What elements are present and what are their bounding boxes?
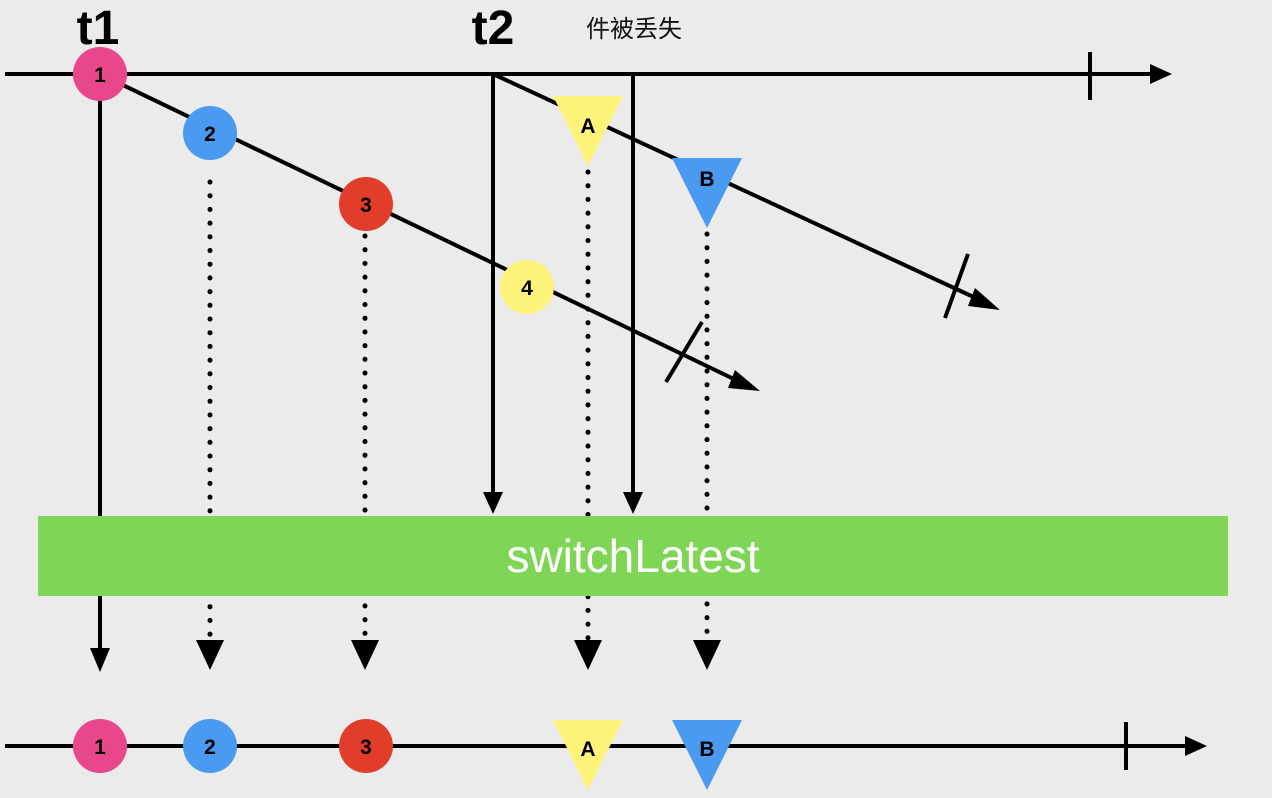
marble-4: 4 xyxy=(500,260,554,314)
source-timeline xyxy=(5,52,1172,100)
marble-1-label: 1 xyxy=(94,64,106,87)
output-triangle-b-label: B xyxy=(699,738,714,761)
marble-2-label: 2 xyxy=(204,123,216,146)
lost-down-arrow xyxy=(623,74,643,514)
marble-2: 2 xyxy=(183,106,237,160)
triangle-b-label: B xyxy=(699,168,714,191)
marble-3: 3 xyxy=(339,177,393,231)
output-triangle-a-label: A xyxy=(580,738,595,761)
t1-label: t1 xyxy=(77,2,120,55)
output-marble-2: 2 xyxy=(183,719,237,773)
dotted-arrow-3 xyxy=(351,233,379,670)
output-marble-1: 1 xyxy=(73,719,127,773)
output-marble-2-label: 2 xyxy=(204,736,216,759)
operator-bar xyxy=(38,516,1228,596)
triangle-a-label: A xyxy=(580,115,595,138)
output-triangle-a: A xyxy=(553,720,623,790)
output-triangle-b: B xyxy=(672,720,742,790)
marble-3-label: 3 xyxy=(360,194,372,217)
t2-down-arrow xyxy=(483,74,503,514)
triangle-b: B xyxy=(672,158,742,228)
marble-4-label: 4 xyxy=(521,277,533,300)
output-marble-3: 3 xyxy=(339,719,393,773)
t2-label: t2 xyxy=(472,2,515,55)
output-marble-1-label: 1 xyxy=(94,736,106,759)
lost-note-label: 件被丢失 xyxy=(586,16,682,43)
marble-1: 1 xyxy=(73,47,127,101)
dotted-arrow-b xyxy=(693,231,721,670)
dotted-arrow-2 xyxy=(196,179,224,670)
triangle-a: A xyxy=(553,96,623,166)
dotted-arrow-a xyxy=(574,169,602,670)
output-marble-3-label: 3 xyxy=(360,736,372,759)
